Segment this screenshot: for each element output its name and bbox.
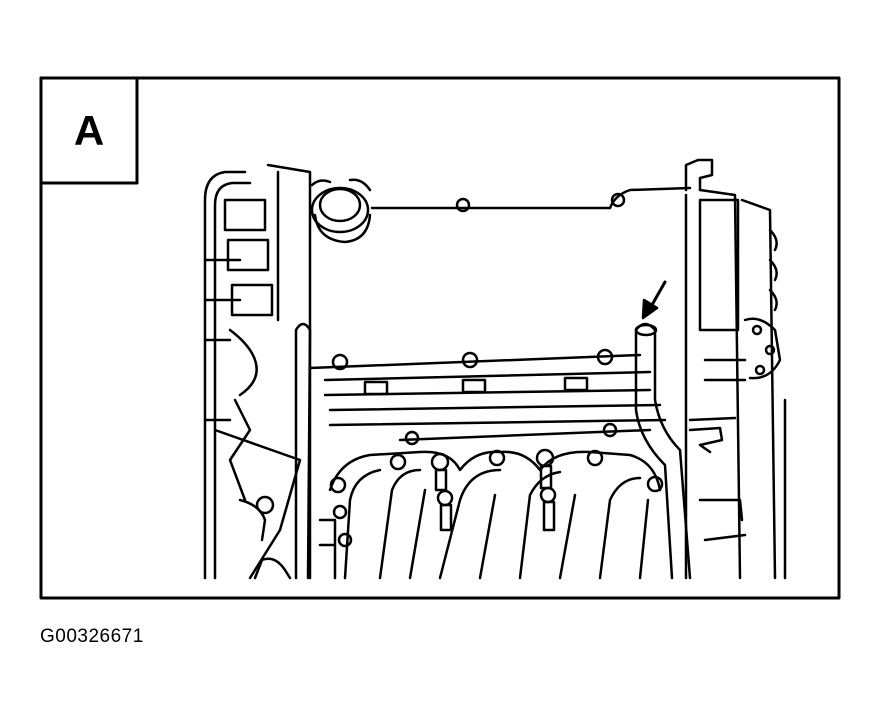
panel-label: A [73, 106, 105, 154]
engine-illustration [203, 158, 787, 580]
diagram-frame [39, 76, 841, 600]
panel-label-box [39, 76, 139, 185]
figure-caption: G00326671 [40, 626, 144, 647]
